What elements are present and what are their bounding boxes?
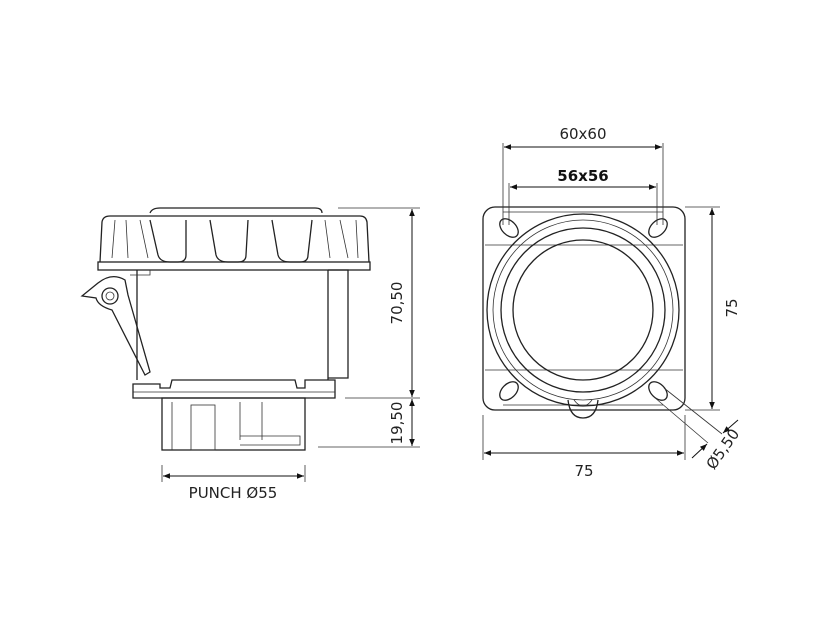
body — [136, 269, 349, 380]
inner-holes-label: 56x56 — [557, 167, 608, 185]
height-label: 75 — [723, 298, 741, 317]
cap — [97, 207, 371, 271]
mounting-holes — [499, 218, 668, 401]
height-main-label: 70,50 — [388, 282, 406, 325]
dimension-70-50: 70,50 — [338, 207, 420, 399]
dimension-height-75: 75 — [685, 206, 741, 411]
dimension-width-75: 75 — [482, 415, 686, 480]
lid-latch — [80, 270, 151, 376]
dimension-60x60: 60x60 — [502, 125, 664, 225]
dimension-hole-diameter: Ø5,50 — [653, 387, 744, 473]
dimension-19-50: 19,50 — [318, 399, 420, 448]
bottom-connector — [161, 397, 306, 451]
front-view: 60x60 56x56 75 75 Ø5,50 — [482, 125, 744, 480]
dimension-56x56: 56x56 — [508, 167, 658, 225]
hole-diameter-label: Ø5,50 — [703, 425, 744, 472]
height-base-label: 19,50 — [388, 402, 406, 445]
dimension-punch: PUNCH Ø55 — [161, 465, 306, 502]
flange-base — [132, 379, 336, 399]
side-view: 70,50 19,50 PUNCH Ø55 — [80, 207, 420, 502]
outer-holes-label: 60x60 — [559, 125, 606, 143]
width-label: 75 — [574, 462, 593, 480]
punch-label: PUNCH Ø55 — [189, 484, 278, 502]
